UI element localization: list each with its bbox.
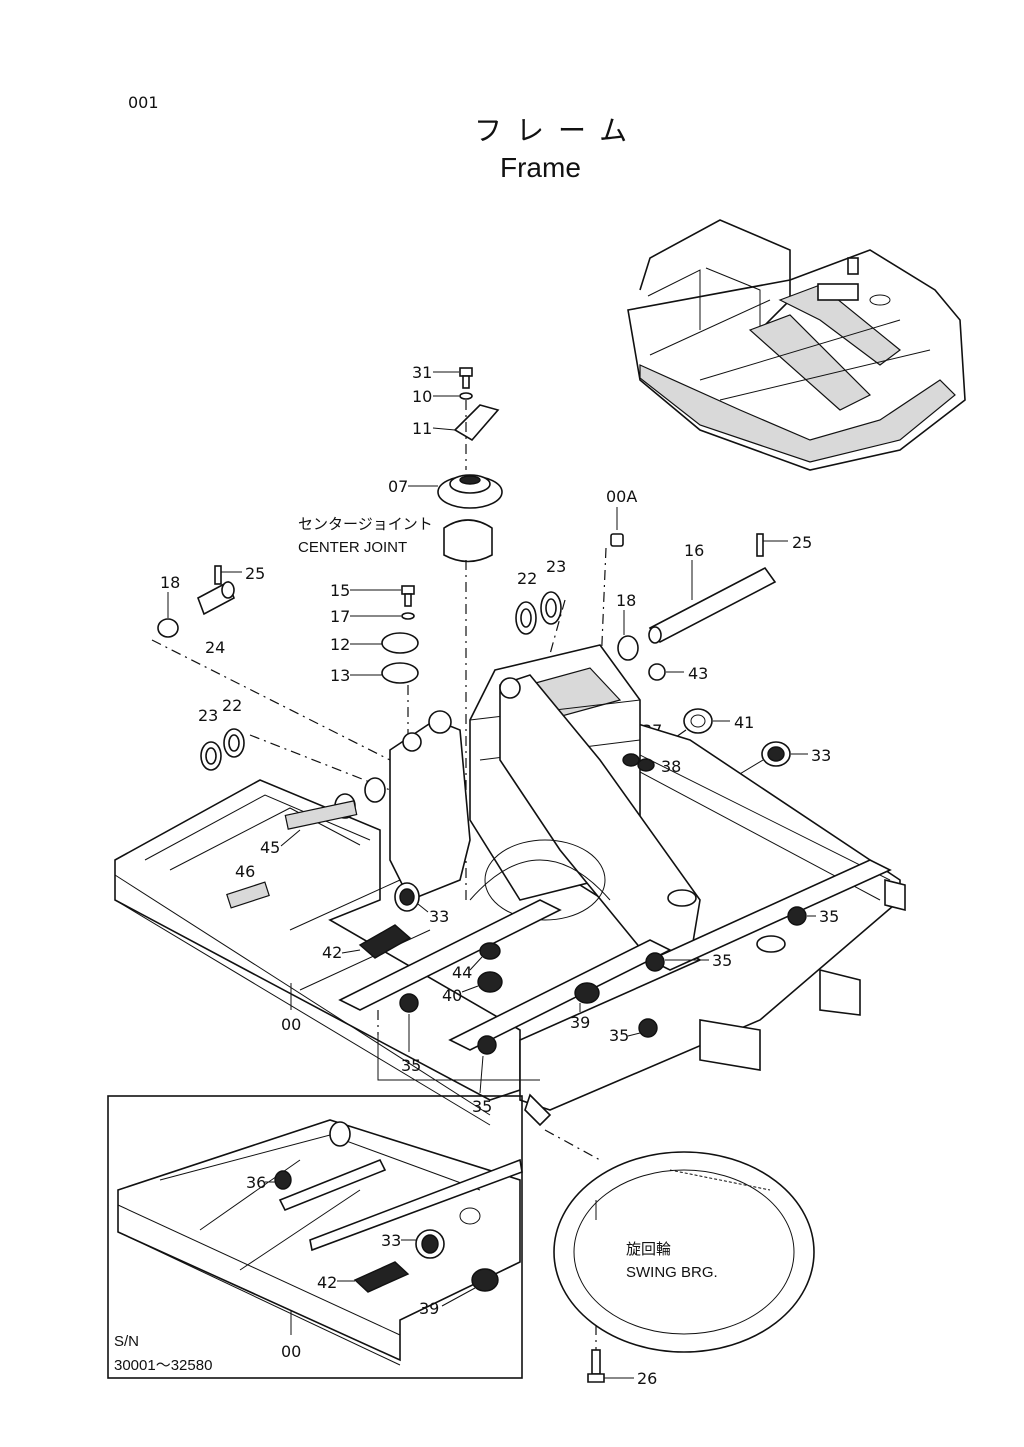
part-label-35-lower: 35 (609, 1026, 629, 1045)
excavator-overview-illustration (627, 219, 966, 471)
part-label-46: 46 (235, 862, 255, 881)
part-label-25-right: 25 (792, 533, 812, 552)
serial-range: 30001～32580 (114, 1357, 212, 1374)
cover-plate-stack: 15 17 12 13 (330, 581, 419, 820)
part-label-43: 43 (688, 664, 708, 683)
main-frame-labels: 45 46 38 33 42 44 40 39 35 35 (226, 753, 839, 1116)
swing-bearing-label-en: SWING BRG. (626, 1264, 718, 1281)
part-label-13: 13 (330, 666, 350, 685)
upper-parts-stack: 31 10 11 07 センタージョイント CENTER JOINT (298, 363, 503, 900)
part-label-11: 11 (412, 419, 432, 438)
part-label-18-right: 18 (616, 591, 636, 610)
center-joint-label-en: CENTER JOINT (298, 539, 407, 556)
part-label-38: 38 (661, 757, 681, 776)
right-pin-group: 00A 16 25 18 22 23 43 41 33 (515, 487, 831, 811)
part-label-42-inset: 42 (317, 1273, 337, 1292)
part-label-23-left: 23 (198, 706, 218, 725)
part-label-36: 36 (246, 1173, 266, 1192)
part-label-00A: 00A (606, 487, 637, 506)
part-label-33-mid: 33 (429, 907, 449, 926)
part-label-18-left: 18 (160, 573, 180, 592)
part-label-22-right: 22 (517, 569, 537, 588)
part-label-16: 16 (684, 541, 704, 560)
part-label-22-left: 22 (222, 696, 242, 715)
part-label-44: 44 (452, 963, 472, 982)
left-shim-group: 23 22 (198, 696, 391, 791)
part-label-24: 24 (205, 638, 225, 657)
part-label-45: 45 (260, 838, 280, 857)
part-label-33-inset: 33 (381, 1231, 401, 1250)
part-label-00-inset: 00 (281, 1342, 301, 1361)
part-label-33-top: 33 (811, 746, 831, 765)
part-label-35-right: 35 (819, 907, 839, 926)
part-label-35-bottom: 35 (472, 1097, 492, 1116)
center-joint-label-jp: センタージョイント (298, 516, 433, 533)
serial-prefix: S/N (114, 1333, 139, 1350)
swing-bearing: 旋回輪 SWING BRG. 26 (553, 1151, 815, 1388)
part-label-42: 42 (322, 943, 342, 962)
part-label-41: 41 (734, 713, 754, 732)
part-label-00-main: 00 (281, 1015, 301, 1034)
part-label-17: 17 (330, 607, 350, 626)
page-number: 001 (128, 93, 159, 112)
part-label-23-right: 23 (546, 557, 566, 576)
left-pin-group: 18 25 24 (151, 564, 391, 761)
title-english: Frame (500, 152, 581, 183)
part-label-39-inset: 39 (419, 1299, 439, 1318)
part-label-39: 39 (570, 1013, 590, 1032)
part-label-12: 12 (330, 635, 350, 654)
title-japanese: フレーム (474, 114, 641, 147)
part-label-15: 15 (330, 581, 350, 600)
part-label-07: 07 (388, 477, 408, 496)
main-frame-body (114, 644, 906, 1161)
part-label-35-center: 35 (712, 951, 732, 970)
part-label-26: 26 (637, 1369, 657, 1388)
part-label-10: 10 (412, 387, 432, 406)
part-label-31: 31 (412, 363, 432, 382)
part-label-35-left: 35 (401, 1056, 421, 1075)
swing-bearing-label-jp: 旋回輪 (626, 1241, 671, 1258)
part-label-25-left: 25 (245, 564, 265, 583)
part-label-40: 40 (442, 986, 462, 1005)
serial-variant-inset: 36 33 42 39 00 S/N 30001～32580 (107, 1095, 523, 1379)
